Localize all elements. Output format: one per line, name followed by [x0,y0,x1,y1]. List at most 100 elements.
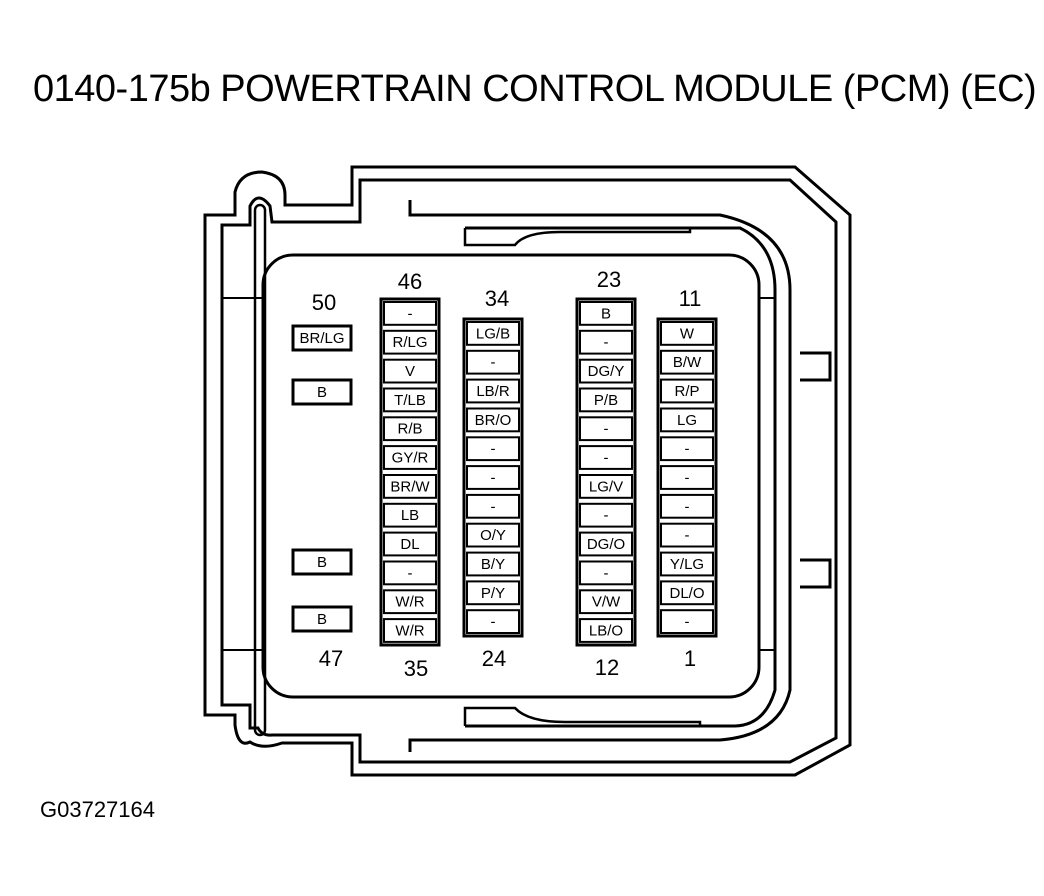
pin-cell-label: BR/O [475,412,512,429]
pin-cell-label: - [604,507,609,524]
pin-cell-label: B [317,384,327,401]
pin-cell-label: P/Y [481,585,505,602]
pin-cell [660,551,714,577]
pin-cell-label: - [408,305,413,322]
pin-cell-label: LG/B [476,325,510,342]
pin-cell-label: - [604,450,609,467]
pin-cell [466,609,520,635]
pin-cell [579,358,633,384]
pin-cell [579,474,633,499]
pin-cell [660,378,714,404]
connector-inner-frame [408,200,792,752]
pin-cell-label: - [408,565,413,582]
pin-cell [660,609,714,635]
pin-number-11: 11 [679,286,702,311]
connector-middle-housing [220,178,838,764]
pin-cell-label: W [680,325,695,342]
pin-cell [383,387,437,413]
pin-cell [660,580,714,606]
diagram-title: 0140-175b POWERTRAIN CONTROL MODULE (PCM… [33,68,1037,110]
pin-cell-label: B/W [673,354,702,371]
pin-cell-label: R/P [674,383,699,400]
pin-cell [466,349,520,375]
pin-number-35: 35 [404,656,428,681]
pin-cell-label: - [491,470,496,487]
pin-cell [579,531,633,557]
pin-cell-label: - [685,470,690,487]
pin-cell-label: DL [400,536,419,553]
pin-cell [579,301,633,326]
pin-cell-label: B [601,305,611,322]
pin-cell [579,445,633,470]
pin-cell [660,436,714,462]
right-side-tab-upper [800,351,832,382]
pin-cell [466,407,520,433]
pin-cell-label: - [604,334,609,351]
pin-cell [383,560,437,586]
pin-cell-label: - [685,614,690,631]
pin-column-c2 [379,297,441,647]
pin-cell [383,329,437,355]
pin-cell [660,465,714,490]
pin-cell [466,522,520,548]
pin-cell-label: P/B [594,392,618,409]
pin-cell-label: - [491,498,496,515]
pin-cell-label: LG [677,412,697,429]
pin-number-34: 34 [485,286,509,311]
pin-cell [291,605,353,633]
pin-cell [660,321,714,346]
bottom-key [463,706,702,726]
pin-cell-label: LB [401,507,419,524]
pin-cell [383,589,437,615]
pin-cell-label: Y/LG [670,556,704,573]
top-key [463,228,692,247]
pin-cell-label: - [491,441,496,458]
pin-cell-label: - [491,614,496,631]
pin-cell [383,358,437,384]
pin-cell-label: - [604,421,609,438]
pin-cell-label: - [685,441,690,458]
pin-cell [383,474,437,499]
pin-column-c4 [575,297,637,647]
pin-cell-label: B [317,611,327,628]
pin-number-12: 12 [595,655,619,680]
pin-cell-label: LB/O [589,623,623,640]
pin-number-47: 47 [319,646,343,671]
pin-cell-label: W/R [395,623,424,640]
pin-cell [466,465,520,490]
pin-cell-label: DL/O [669,585,704,602]
pin-cell [466,378,520,404]
pin-cell-label: B/Y [481,556,505,573]
right-side-tab-lower [800,558,832,589]
pin-cell-label: DG/Y [588,363,625,380]
pin-cell-label: - [491,354,496,371]
pin-cell-label: DG/O [587,536,625,553]
pin-cell [291,324,353,352]
figure-id: G03727164 [40,797,155,822]
pin-cell [383,531,437,557]
pin-cell [660,522,714,548]
pin-cell-label: R/LG [392,334,427,351]
pin-cell [466,436,520,462]
latch-slot [253,203,267,737]
pin-cell [291,378,353,406]
pin-cell-label: - [604,565,609,582]
pin-cell-label: - [685,498,690,515]
pin-number-24: 24 [482,646,506,671]
pin-cell-label: GY/R [392,450,429,467]
pin-cell [466,493,520,519]
pin-cell [383,301,437,326]
pin-cell [579,387,633,413]
pin-cell [466,551,520,577]
pin-cell-label: R/B [397,421,422,438]
pin-cell-label: T/LB [394,392,426,409]
pin-cell [383,416,437,442]
pin-cell-label: BR/LG [299,330,344,347]
pin-cell-label: V/W [592,594,621,611]
pin-cell [383,618,437,643]
pin-cell-label: BR/W [390,478,430,495]
pin-cell [579,589,633,615]
pin-cell [291,548,353,576]
pin-number-50: 50 [312,290,336,315]
